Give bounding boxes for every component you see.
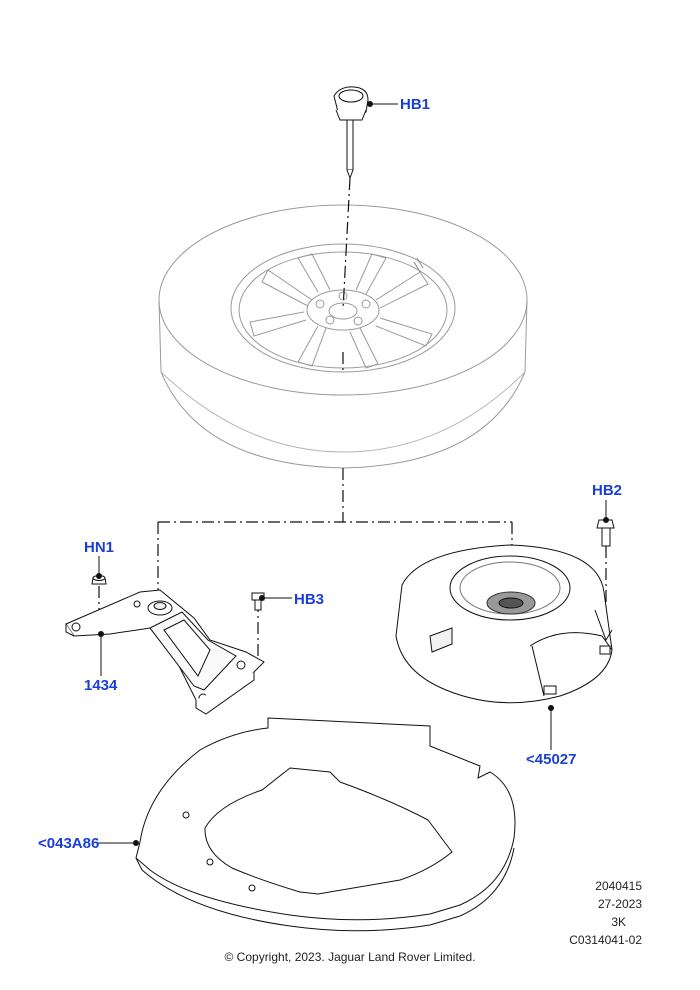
wheel-clamp-bolt-hb1[interactable] <box>333 86 369 180</box>
callout-1434[interactable]: 1434 <box>84 677 118 694</box>
callout-043a86[interactable]: <043A86 <box>38 835 100 852</box>
spare-wheel-bracket-1434[interactable] <box>65 589 265 715</box>
diagram-code-4: C0314041-02 <box>569 933 642 947</box>
spare-wheel-tyre <box>158 204 528 469</box>
load-floor-trim-043a86[interactable] <box>135 717 516 932</box>
callout-leader-lines <box>96 101 609 846</box>
callout-45027[interactable]: <45027 <box>526 751 577 768</box>
copyright-notice: © Copyright, 2023. Jaguar Land Rover Lim… <box>224 950 476 964</box>
callout-hb1[interactable]: HB1 <box>400 96 431 113</box>
callout-hb3[interactable]: HB3 <box>294 591 325 608</box>
diagram-code-1: 2040415 <box>595 879 642 893</box>
bolt-hb2[interactable] <box>596 519 615 547</box>
diagram-code-2: 27-2023 <box>597 897 642 911</box>
callout-hb2[interactable]: HB2 <box>592 482 623 499</box>
callout-hn1[interactable]: HN1 <box>84 539 115 556</box>
diagram-code-3: 3K <box>611 915 626 929</box>
spare-wheel-cover-45027[interactable] <box>395 544 613 704</box>
nut-hn1[interactable] <box>91 575 107 585</box>
